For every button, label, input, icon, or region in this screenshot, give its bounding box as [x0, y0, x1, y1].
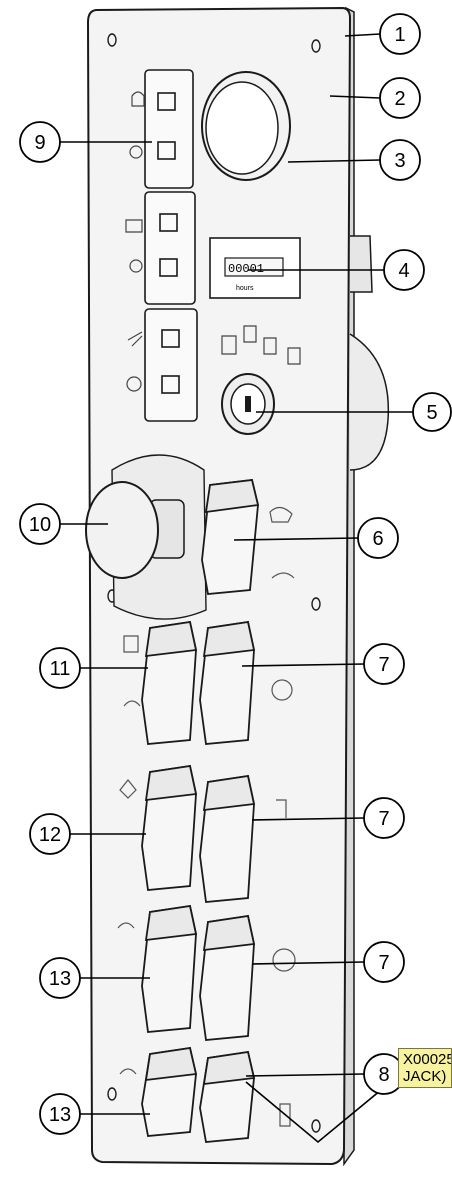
emergency-stop-button — [85, 454, 207, 620]
figure-id-label: X00025 JACK) — [398, 1048, 452, 1088]
connector-bracket — [350, 235, 373, 293]
figure-id-line-2: JACK) — [403, 1068, 447, 1085]
callout-13a: 13 — [49, 968, 71, 990]
hour-meter-digits: 00001 — [228, 262, 264, 276]
callout-6: 6 — [372, 528, 383, 550]
hour-meter-unit: hours — [236, 285, 254, 292]
figure-id-line-1: X00025 — [403, 1051, 452, 1068]
callout-13b: 13 — [49, 1104, 71, 1126]
rocker-switch-symbols — [117, 506, 296, 1127]
callout-2: 2 — [394, 88, 405, 110]
rear-housing — [349, 333, 390, 471]
callout-9: 9 — [34, 132, 45, 154]
callout-7c: 7 — [378, 952, 389, 974]
callout-1: 1 — [394, 24, 405, 46]
indicator-light-groups — [144, 69, 198, 422]
callout-12: 12 — [39, 824, 61, 846]
callout-8: 8 — [378, 1064, 389, 1086]
rocker-switches — [141, 479, 260, 1143]
callout-4: 4 — [398, 260, 409, 282]
gauge — [201, 71, 291, 181]
indicator-symbols — [125, 91, 145, 392]
callout-11: 11 — [50, 658, 71, 680]
callout-7a: 7 — [378, 654, 389, 676]
callout-circles — [19, 13, 452, 1135]
key-switch — [221, 373, 275, 435]
callout-7b: 7 — [378, 808, 389, 830]
key-switch-symbols — [221, 325, 301, 365]
callout-numbers: 1 2 3 4 5 6 7 7 7 8 9 10 11 12 13 13 — [29, 24, 438, 1126]
callout-3: 3 — [394, 150, 405, 172]
callout-5: 5 — [426, 402, 437, 424]
leader-lines — [60, 33, 414, 1144]
hour-meter: 00001 hours — [209, 237, 301, 299]
callout-10: 10 — [29, 514, 51, 536]
